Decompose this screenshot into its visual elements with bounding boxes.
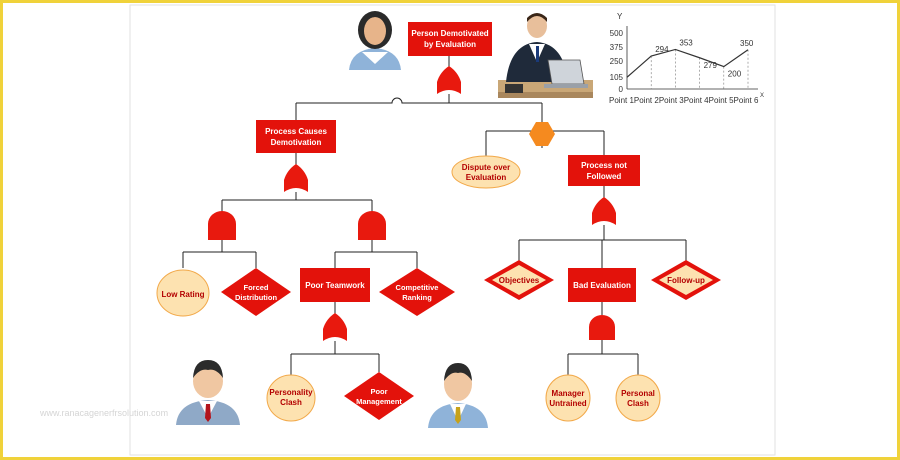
and-gate-middle: [358, 211, 386, 240]
inhibit-gate: [529, 122, 555, 146]
line-chart: Y X 500 375 250 105 0 294 353 279 200 350 Point …: [609, 12, 764, 105]
node-manager-untrained[interactable]: Manager Untrained: [545, 374, 591, 422]
chart-x-letter: X: [760, 93, 764, 99]
competitive-ranking-label-1: Competitive: [396, 283, 439, 292]
process-not-followed-label-1: Process not: [581, 161, 627, 170]
man-avatar-icon: [176, 360, 240, 425]
manager-untrained-label-2: Untrained: [549, 399, 586, 408]
and-gate-left: [208, 211, 236, 240]
node-dispute[interactable]: Dispute over Evaluation: [451, 155, 521, 189]
bad-evaluation-label: Bad Evaluation: [573, 281, 631, 290]
node-top-event[interactable]: Person Demotivated by Evaluation: [408, 22, 492, 56]
chart-x-axis-labels: Point 1Point 2Point 3Point 4Point 5Point…: [609, 96, 759, 105]
process-causes-label-2: Demotivation: [271, 138, 322, 147]
node-low-rating[interactable]: Low Rating: [156, 269, 210, 317]
dispute-label-1: Dispute over: [462, 163, 510, 172]
chart-y-tick-label: 0: [619, 85, 624, 94]
personal-clash-label-1: Personal: [621, 389, 655, 398]
manager-untrained-label-1: Manager: [552, 389, 585, 398]
competitive-ranking-label-2: Ranking: [402, 293, 432, 302]
node-personality-clash[interactable]: Personality Clash: [266, 374, 316, 422]
chart-data-label: 350: [740, 39, 754, 48]
node-competitive-ranking[interactable]: Competitive Ranking: [379, 268, 455, 316]
node-top-label-1: Person Demotivated: [411, 29, 488, 38]
node-bad-evaluation[interactable]: Bad Evaluation: [568, 268, 636, 302]
or-gate-poor-teamwork: [323, 313, 347, 341]
chart-y-tick-label: 250: [610, 57, 624, 66]
node-top-label-2: by Evaluation: [424, 40, 476, 49]
chart-data-label: 279: [704, 61, 718, 70]
poor-teamwork-label: Poor Teamwork: [305, 281, 365, 290]
low-rating-label: Low Rating: [161, 290, 204, 299]
node-personal-clash[interactable]: Personal Clash: [615, 374, 661, 422]
chart-data-label: 200: [728, 70, 742, 79]
chart-y-tick-label: 105: [610, 73, 624, 82]
personal-clash-label-2: Clash: [627, 399, 649, 408]
node-objectives[interactable]: Objectives: [484, 260, 554, 300]
follow-up-label: Follow-up: [667, 276, 705, 285]
node-process-causes[interactable]: Process Causes Demotivation: [256, 120, 336, 153]
man-avatar-icon: [428, 363, 488, 428]
personality-clash-label-1: Personality: [269, 388, 313, 397]
node-forced-distribution[interactable]: Forced Distribution: [221, 268, 291, 316]
businessman-laptop-icon: [498, 13, 593, 98]
node-poor-management[interactable]: Poor Management: [344, 372, 414, 420]
woman-avatar-icon: [349, 11, 401, 70]
chart-y-tick-label: 375: [610, 43, 624, 52]
objectives-label: Objectives: [499, 276, 540, 285]
chart-series-line: [626, 48, 749, 78]
forced-distribution-label-2: Distribution: [235, 293, 277, 302]
chart-y-letter: Y: [617, 12, 623, 21]
chart-data-label: 353: [679, 38, 693, 47]
or-gate-top: [437, 66, 461, 94]
or-gate-process-not-followed: [592, 197, 616, 225]
poor-management-label-1: Poor: [370, 387, 387, 396]
poor-management-label-2: Management: [356, 397, 402, 406]
chart-data-label: 294: [655, 45, 669, 54]
panel-border: [129, 4, 776, 456]
node-process-not-followed[interactable]: Process not Followed: [568, 155, 640, 186]
personality-clash-label-2: Clash: [280, 398, 302, 407]
forced-distribution-label-1: Forced: [243, 283, 268, 292]
watermark: www.ranacagenerfrsolution.com: [39, 408, 168, 418]
node-poor-teamwork[interactable]: Poor Teamwork: [300, 268, 370, 302]
chart-y-tick-label: 500: [610, 29, 624, 38]
or-gate-process-causes: [284, 164, 308, 192]
process-causes-label-1: Process Causes: [265, 127, 327, 136]
node-follow-up[interactable]: Follow-up: [651, 260, 721, 300]
dispute-label-2: Evaluation: [466, 173, 507, 182]
process-not-followed-label-2: Followed: [587, 172, 622, 181]
and-gate-bad-evaluation: [589, 315, 615, 340]
